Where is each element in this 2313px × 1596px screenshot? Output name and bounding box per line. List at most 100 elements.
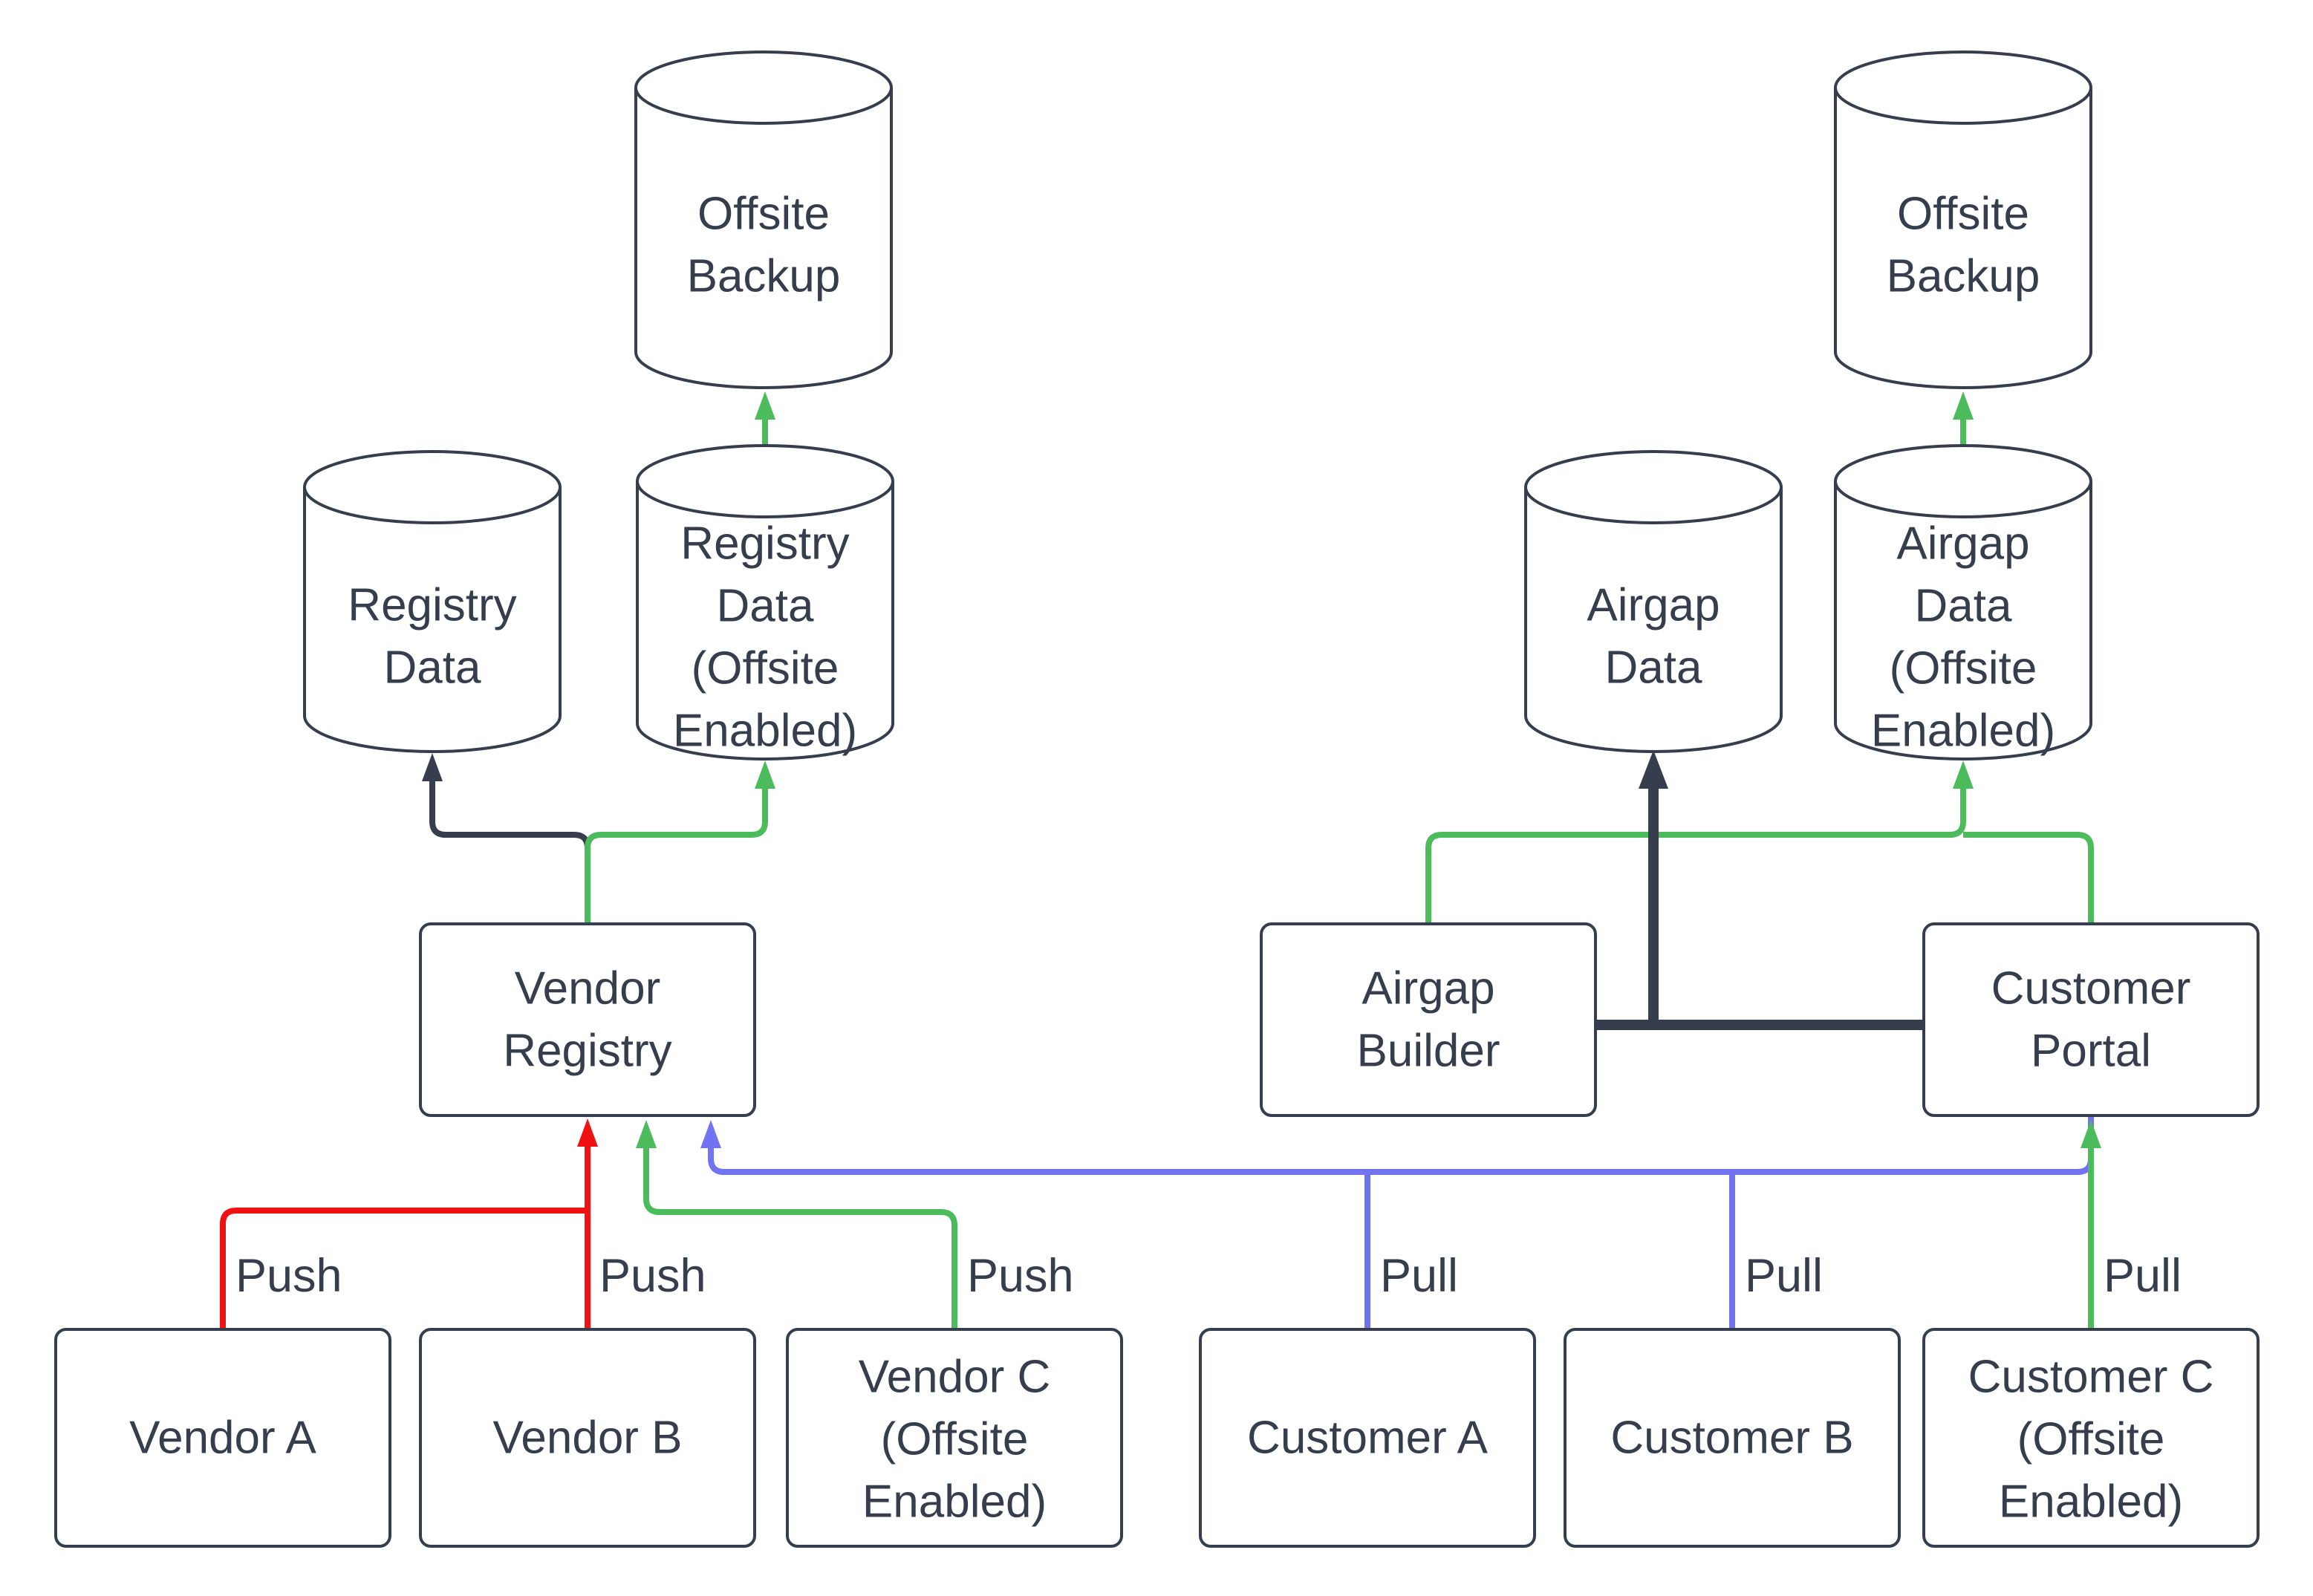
arrowhead-up-icon: [577, 1118, 598, 1147]
cylinder-top: [1834, 51, 2092, 125]
push-label-vendor-a: Push: [235, 1250, 342, 1302]
node-label: Offsite: [697, 189, 830, 240]
customer-portal-node: Customer Portal: [1922, 922, 2260, 1117]
node-label: Vendor A: [129, 1413, 316, 1464]
node-label: Data: [384, 642, 481, 694]
vendor-registry-node: Vendor Registry: [419, 922, 756, 1117]
push-label-vendor-c: Push: [967, 1250, 1074, 1302]
airgap-builder-node: Airgap Builder: [1260, 922, 1597, 1117]
node-label: (Offsite: [1890, 643, 2037, 694]
edge-airgap-builder-to-airgap-data-offsite: [1425, 760, 1974, 924]
edge-line: [1425, 789, 1966, 924]
edge-line: [643, 1148, 957, 1329]
push-label-vendor-b: Push: [599, 1250, 706, 1302]
node-label: Data: [717, 581, 814, 632]
arrowhead-up-icon: [1953, 391, 1974, 420]
cylinder-body: [1834, 88, 2092, 389]
edge-registry-data-offsite-to-offsite-backup: [755, 391, 775, 446]
arrowhead-up-icon: [755, 391, 775, 420]
edge-line: [585, 789, 768, 924]
node-label: Vendor: [515, 963, 661, 1014]
node-label: Enabled): [673, 706, 857, 757]
node-label: Vendor C: [859, 1352, 1051, 1403]
arrowhead-up-icon: [2081, 1120, 2101, 1148]
node-label: Airgap: [1896, 518, 2029, 570]
node-label: Data: [1605, 642, 1702, 694]
edge-vendor-c-to-vendor-registry: [636, 1120, 957, 1329]
node-label: Offsite: [1897, 189, 2029, 240]
cylinder-body: [303, 487, 562, 753]
cylinder-top: [1524, 450, 1783, 524]
customer-b-node: Customer B: [1564, 1328, 1901, 1548]
node-label: Customer: [1991, 963, 2191, 1014]
node-label: Portal: [2031, 1026, 2151, 1077]
edge-vendor-a-to-vendor-registry: [220, 1208, 588, 1329]
edge-customer-portal-to-airgap-data-offsite: [1963, 832, 2094, 924]
arrowhead-up-icon: [755, 760, 775, 789]
edge-builder-portal-to-airgap-data: [1595, 750, 1924, 1030]
airgap-data-node: Airgap Data: [1524, 450, 1783, 753]
cylinder-top: [636, 444, 894, 518]
edge-vendor-b-to-vendor-registry: [577, 1118, 598, 1329]
node-label: (Offsite: [692, 643, 839, 694]
cylinder-body: [1834, 481, 2092, 760]
node-label: Backup: [687, 251, 841, 302]
registry-data-offsite-node: Registry Data (Offsite Enabled): [636, 444, 894, 760]
edge-customer-portal-to-vendor-registry: [700, 1112, 2094, 1175]
arrowhead-up-icon: [636, 1120, 657, 1148]
edge-line: [220, 1208, 588, 1329]
edge-vendor-registry-to-registry-data-offsite: [585, 760, 775, 924]
node-label: Airgap: [1587, 580, 1720, 631]
node-label: Enabled): [1999, 1476, 2183, 1528]
node-box: [1199, 1328, 1536, 1548]
node-label: Registry: [503, 1026, 671, 1077]
pull-label-customer-a: Pull: [1380, 1250, 1458, 1302]
cylinder-top: [1834, 444, 2092, 518]
node-label: Backup: [1887, 251, 2040, 302]
node-label: Customer B: [1610, 1413, 1853, 1464]
arrowhead-up-icon: [1953, 760, 1974, 789]
offsite-backup-right-node: Offsite Backup: [1834, 51, 2092, 389]
edge-vendor-registry-to-registry-data: [422, 753, 591, 924]
offsite-backup-left-node: Offsite Backup: [634, 51, 893, 389]
airgap-data-offsite-node: Airgap Data (Offsite Enabled): [1834, 444, 2092, 760]
edge-airgap-data-offsite-to-offsite-backup: [1953, 391, 1974, 446]
node-label: (Offsite: [2017, 1414, 2165, 1465]
arrowhead-up-icon: [422, 753, 443, 781]
arrowhead-up-icon: [700, 1120, 721, 1148]
edge-line: [429, 781, 591, 924]
cylinder-top: [634, 51, 893, 125]
node-box: [1922, 1328, 2260, 1548]
edge-customer-c-to-customer-portal: [2081, 1120, 2101, 1329]
node-box: [1564, 1328, 1901, 1548]
cylinder-body: [1524, 487, 1783, 753]
arrowhead-up-icon: [1639, 750, 1668, 789]
cylinder-top: [303, 450, 562, 524]
cylinder-body: [636, 481, 894, 760]
node-label: Airgap: [1362, 963, 1494, 1014]
node-box: [419, 1328, 756, 1548]
pull-label-customer-b: Pull: [1745, 1250, 1823, 1302]
node-box: [786, 1328, 1123, 1548]
node-box: [1260, 922, 1597, 1117]
vendor-a-node: Vendor A: [54, 1328, 391, 1548]
cylinder-body: [634, 88, 893, 389]
node-label: Registry: [680, 518, 849, 570]
node-label: Builder: [1357, 1026, 1500, 1077]
node-label: (Offsite: [881, 1414, 1029, 1465]
vendor-c-node: Vendor C (Offsite Enabled): [786, 1328, 1123, 1548]
pull-label-customer-c: Pull: [2104, 1250, 2182, 1302]
node-box: [54, 1328, 391, 1548]
node-label: Enabled): [1871, 706, 2055, 757]
node-box: [419, 922, 756, 1117]
node-label: Vendor B: [492, 1413, 682, 1464]
customer-a-node: Customer A: [1199, 1328, 1536, 1548]
node-box: [1922, 922, 2260, 1117]
node-label: Customer C: [1968, 1352, 2214, 1403]
edge-line: [708, 1112, 2094, 1175]
node-label: Registry: [348, 580, 516, 631]
node-label: Customer A: [1247, 1413, 1489, 1464]
registry-data-node: Registry Data: [303, 450, 562, 753]
